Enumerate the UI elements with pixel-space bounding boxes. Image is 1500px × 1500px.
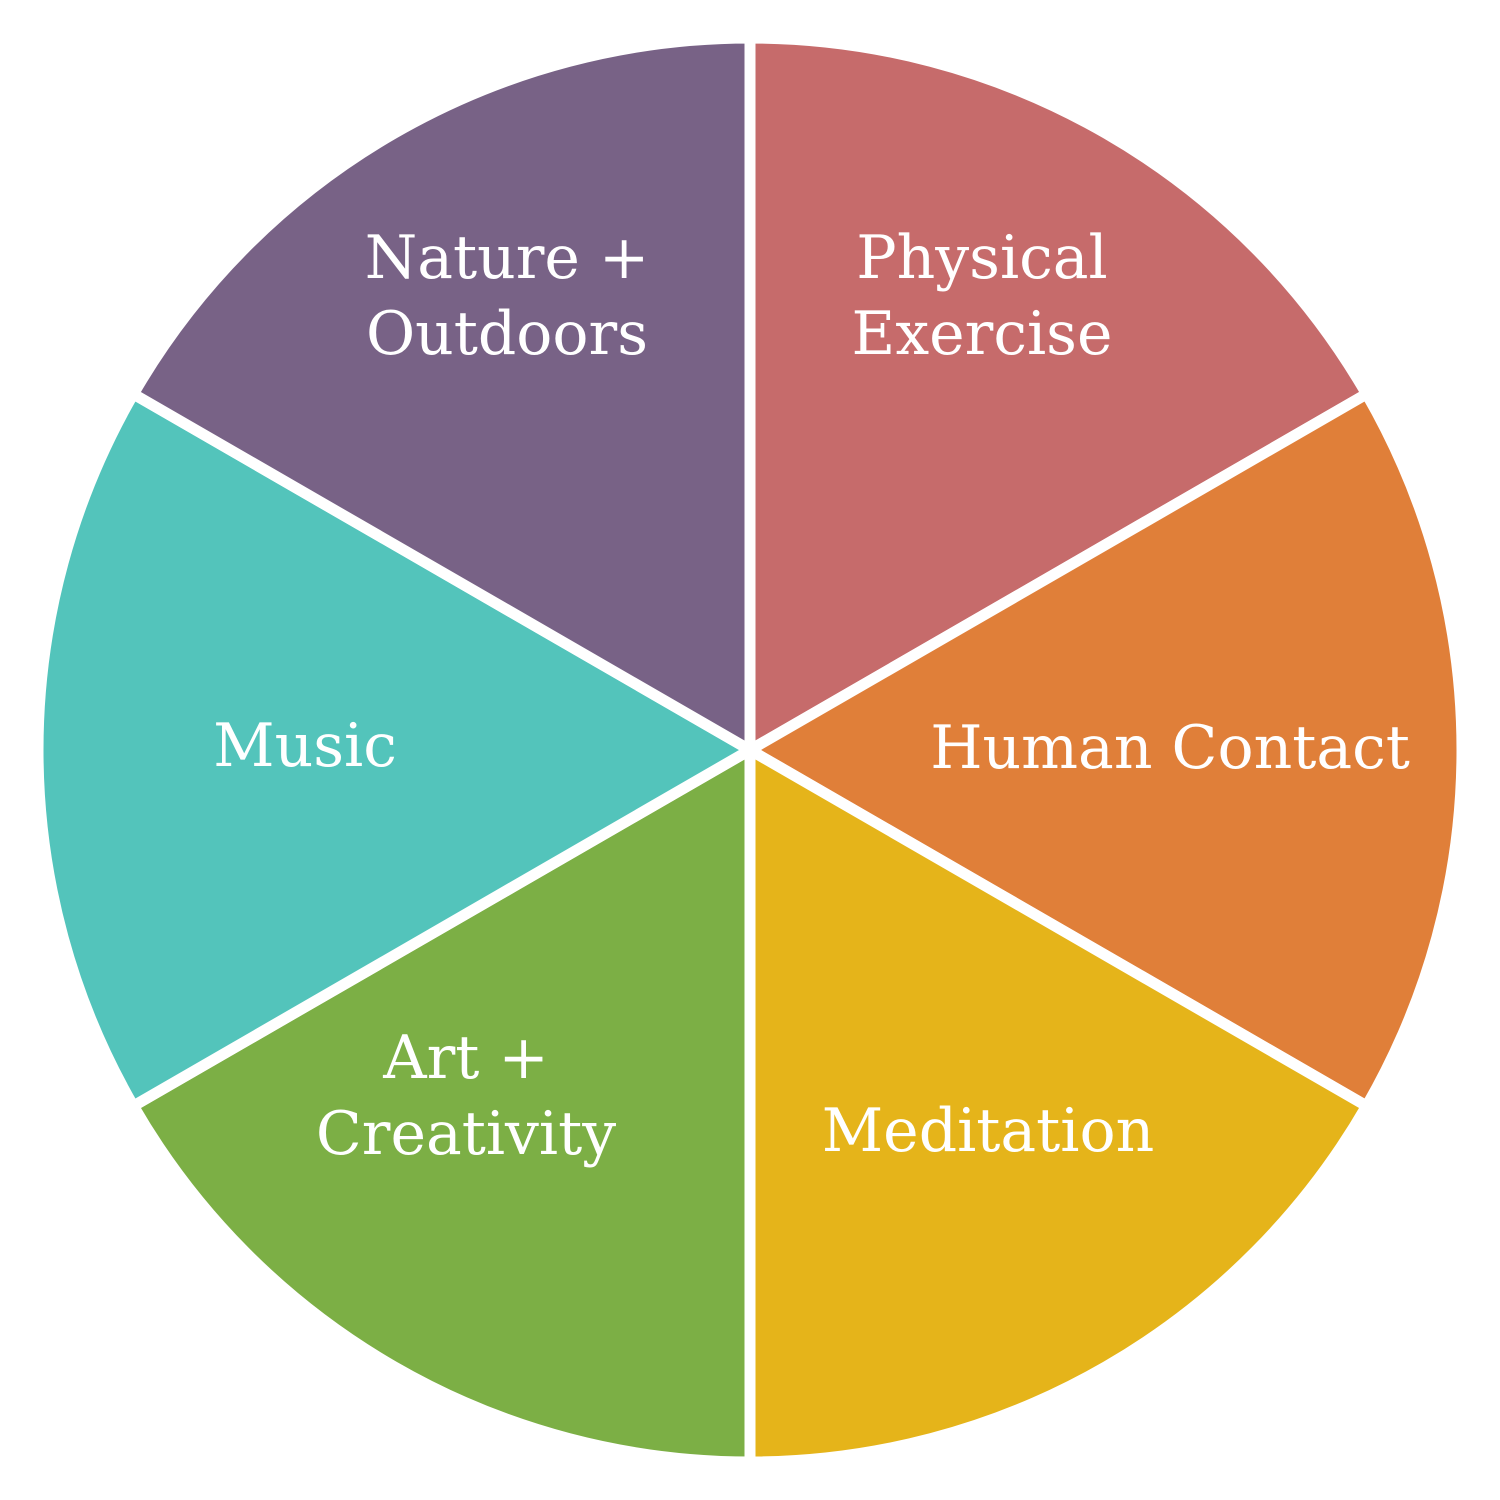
- slice-label-line: Meditation: [822, 1096, 1155, 1166]
- slice-label-line: Exercise: [852, 299, 1113, 369]
- slice-label-line: Creativity: [316, 1099, 616, 1169]
- slice-label-music: Music: [213, 711, 397, 781]
- slice-music: [32, 386, 761, 1114]
- slice-human-contact: [739, 386, 1468, 1114]
- slice-label-line: Human Contact: [930, 713, 1410, 783]
- slice-label-art-creativity: Art +Creativity: [316, 1023, 616, 1169]
- slice-label-line: Nature +: [365, 223, 650, 293]
- slice-label-line: Outdoors: [366, 299, 648, 369]
- slice-nature-outdoors: [125, 32, 756, 760]
- slice-label-line: Physical: [856, 223, 1107, 293]
- slice-art-creativity: [125, 740, 756, 1468]
- slice-physical-exercise: [744, 32, 1375, 760]
- slice-label-nature-outdoors: Nature +Outdoors: [365, 223, 650, 369]
- slices-layer: [32, 32, 1468, 1468]
- slice-label-meditation: Meditation: [822, 1096, 1155, 1166]
- slice-label-line: Music: [213, 711, 397, 781]
- slice-label-line: Art +: [382, 1023, 548, 1093]
- slice-meditation: [744, 740, 1375, 1468]
- slice-label-human-contact: Human Contact: [930, 713, 1410, 783]
